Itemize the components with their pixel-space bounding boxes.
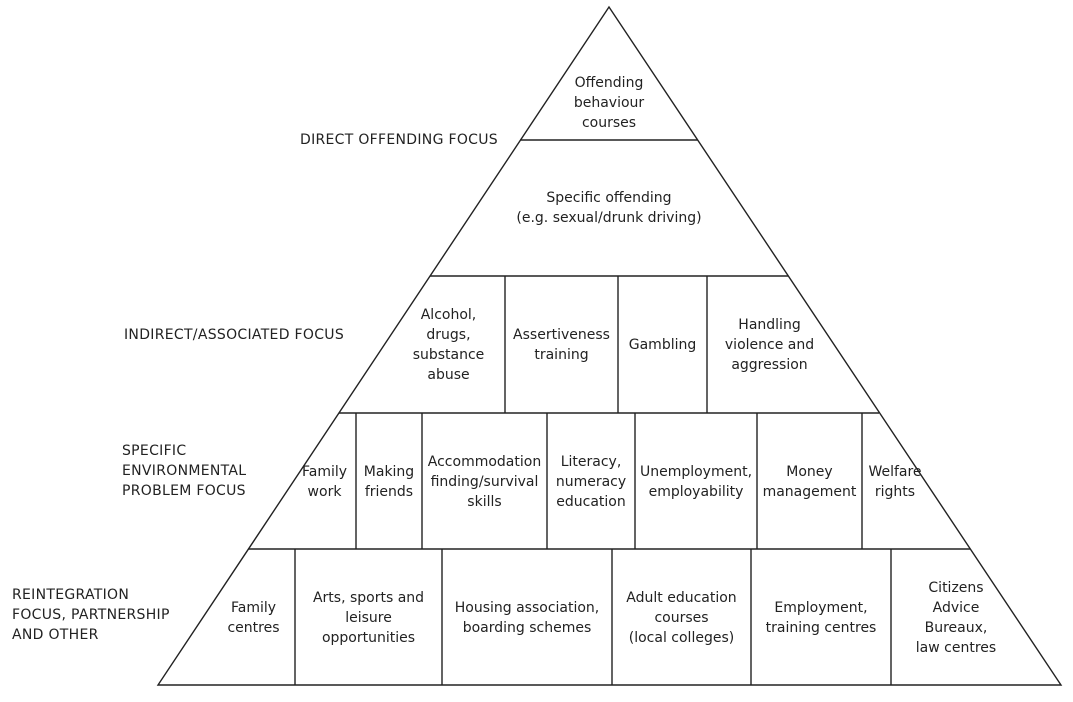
label-reintegration-focus: REINTEGRATION FOCUS, PARTNERSHIP AND OTH… (12, 587, 170, 643)
cell-arts-sports-leisure: Arts, sports and leisure opportunities (312, 589, 425, 646)
cell-money-management: Money management (762, 463, 857, 500)
cell-alcohol-drugs: Alcohol, drugs, substance abuse (412, 306, 485, 383)
pyramid-outline (156, 5, 1063, 686)
cell-housing-association: Housing association, boarding schemes (454, 599, 600, 636)
cell-literacy-numeracy: Literacy, numeracy education (555, 453, 627, 510)
cell-accommodation: Accommodation finding/survival skills (427, 453, 542, 510)
cell-unemployment: Unemployment, employability (639, 463, 753, 500)
label-direct-offending-focus: DIRECT OFFENDING FOCUS (300, 132, 498, 148)
cell-offending-behaviour-courses: Offending behaviour courses (573, 75, 645, 131)
cell-making-friends: Making friends (363, 463, 415, 500)
cell-family-work: Family work (301, 463, 348, 500)
cell-citizens-advice: Citizens Advice Bureaux, law centres (915, 579, 997, 656)
cell-adult-education: Adult education courses (local colleges) (626, 589, 737, 646)
cell-family-centres: Family centres (227, 599, 280, 636)
cell-handling-violence: Handling violence and aggression (724, 316, 815, 373)
cell-employment-training: Employment, training centres (765, 599, 877, 636)
cell-assertiveness-training: Assertiveness training (513, 326, 610, 363)
cell-gambling: Gambling (628, 336, 697, 353)
label-indirect-associated-focus: INDIRECT/ASSOCIATED FOCUS (124, 327, 345, 343)
cell-specific-offending: Specific offending (e.g. sexual/drunk dr… (516, 190, 702, 226)
cell-welfare-rights: Welfare rights (868, 463, 922, 500)
label-specific-environmental-problem-focus: SPECIFIC ENVIRONMENTAL PROBLEM FOCUS (122, 443, 247, 499)
